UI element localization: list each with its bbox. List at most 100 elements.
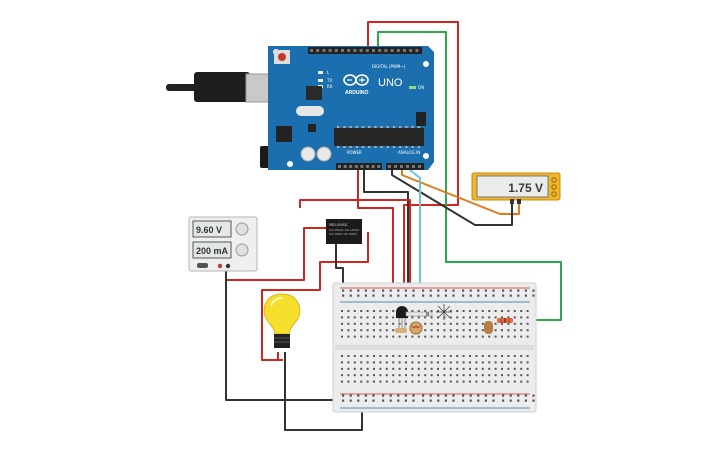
bb-hole[interactable]	[373, 335, 375, 338]
current-knob-icon[interactable]	[235, 243, 249, 257]
bb-hole[interactable]	[456, 380, 459, 383]
bb-hole[interactable]	[360, 329, 363, 332]
bb-hole[interactable]	[353, 316, 356, 319]
bb-hole[interactable]	[366, 374, 369, 377]
arduino-uno-board[interactable]: DIGITAL (PWM~) TX RX L ARDUINO UNO ON	[166, 46, 434, 170]
bb-hole[interactable]	[502, 289, 505, 292]
bb-hole[interactable]	[373, 322, 375, 325]
bb-hole[interactable]	[532, 399, 535, 402]
bb-hole[interactable]	[342, 394, 345, 397]
capacitor-bb[interactable]	[484, 321, 493, 334]
bb-hole[interactable]	[443, 329, 446, 332]
bb-hole[interactable]	[488, 355, 491, 357]
bb-hole[interactable]	[341, 355, 343, 357]
bb-hole[interactable]	[492, 289, 495, 292]
header-pin[interactable]	[322, 49, 326, 52]
bb-hole[interactable]	[520, 367, 523, 370]
bb-hole[interactable]	[456, 316, 459, 319]
bb-hole[interactable]	[469, 355, 471, 357]
light-bulb[interactable]	[263, 293, 301, 348]
bb-hole[interactable]	[469, 380, 471, 383]
bb-hole[interactable]	[417, 335, 420, 338]
bb-hole[interactable]	[437, 335, 439, 338]
chip-pin[interactable]	[411, 146, 414, 148]
bb-hole[interactable]	[373, 361, 375, 364]
bb-hole[interactable]	[417, 310, 420, 312]
bb-hole[interactable]	[353, 322, 356, 325]
bb-hole[interactable]	[430, 367, 433, 370]
bb-hole[interactable]	[475, 335, 478, 338]
header-pin[interactable]	[412, 165, 415, 168]
bb-hole[interactable]	[456, 329, 459, 332]
bb-hole[interactable]	[507, 374, 510, 377]
bb-hole[interactable]	[372, 289, 375, 292]
bb-hole[interactable]	[443, 367, 446, 370]
bb-hole[interactable]	[349, 294, 352, 297]
bb-hole[interactable]	[509, 294, 512, 297]
bb-hole[interactable]	[469, 294, 472, 297]
bb-hole[interactable]	[422, 289, 425, 292]
bb-hole[interactable]	[501, 335, 503, 338]
bb-hole[interactable]	[360, 335, 363, 338]
digital-pins[interactable]	[310, 49, 419, 52]
wire-black-gnd[interactable]	[363, 170, 409, 310]
bb-hole[interactable]	[411, 380, 414, 383]
bb-hole[interactable]	[462, 380, 465, 383]
bb-hole[interactable]	[424, 380, 427, 383]
bb-hole[interactable]	[437, 294, 440, 297]
bb-hole[interactable]	[347, 367, 350, 370]
bb-hole[interactable]	[398, 322, 401, 325]
bb-hole[interactable]	[501, 361, 503, 364]
bb-hole[interactable]	[422, 399, 425, 402]
bb-hole[interactable]	[469, 316, 471, 319]
bb-hole[interactable]	[357, 294, 360, 297]
bb-hole[interactable]	[424, 374, 427, 377]
bb-hole[interactable]	[412, 289, 415, 292]
header-pin[interactable]	[400, 165, 403, 168]
chip-pin[interactable]	[405, 146, 408, 148]
bb-hole[interactable]	[373, 329, 375, 332]
bb-hole[interactable]	[360, 355, 363, 357]
bb-hole[interactable]	[398, 380, 401, 383]
bb-hole[interactable]	[507, 335, 510, 338]
bb-hole[interactable]	[430, 355, 433, 357]
psu-terminal-positive[interactable]	[217, 263, 223, 269]
bb-hole[interactable]	[372, 394, 375, 397]
bb-hole[interactable]	[475, 361, 478, 364]
chip-pin[interactable]	[386, 146, 389, 148]
bb-hole[interactable]	[405, 361, 407, 364]
psu-switch[interactable]	[197, 263, 208, 268]
bb-hole[interactable]	[475, 374, 478, 377]
bb-hole[interactable]	[475, 355, 478, 357]
bb-hole[interactable]	[507, 322, 510, 325]
bb-hole[interactable]	[347, 361, 350, 364]
bb-hole[interactable]	[353, 380, 356, 383]
bb-hole[interactable]	[520, 374, 523, 377]
bb-hole[interactable]	[347, 335, 350, 338]
bb-hole[interactable]	[347, 329, 350, 332]
bb-hole[interactable]	[341, 367, 343, 370]
bb-hole[interactable]	[382, 394, 385, 397]
bb-hole[interactable]	[488, 310, 491, 312]
bb-hole[interactable]	[385, 316, 388, 319]
bb-hole[interactable]	[417, 316, 420, 319]
bb-hole[interactable]	[392, 322, 395, 325]
header-pin[interactable]	[396, 49, 400, 52]
bb-hole[interactable]	[389, 294, 392, 297]
header-pin[interactable]	[409, 49, 413, 52]
bb-hole[interactable]	[353, 310, 356, 312]
bb-hole[interactable]	[501, 367, 503, 370]
bb-hole[interactable]	[501, 322, 503, 325]
bb-hole[interactable]	[424, 367, 427, 370]
bb-hole[interactable]	[520, 361, 523, 364]
header-pin[interactable]	[310, 49, 313, 52]
bb-hole[interactable]	[430, 361, 433, 364]
bb-hole[interactable]	[360, 316, 363, 319]
bb-hole[interactable]	[452, 289, 455, 292]
bb-hole[interactable]	[411, 355, 414, 357]
bb-hole[interactable]	[430, 374, 433, 377]
bb-hole[interactable]	[353, 329, 356, 332]
bb-hole[interactable]	[422, 294, 425, 297]
bb-hole[interactable]	[437, 289, 440, 292]
bb-hole[interactable]	[507, 361, 510, 364]
